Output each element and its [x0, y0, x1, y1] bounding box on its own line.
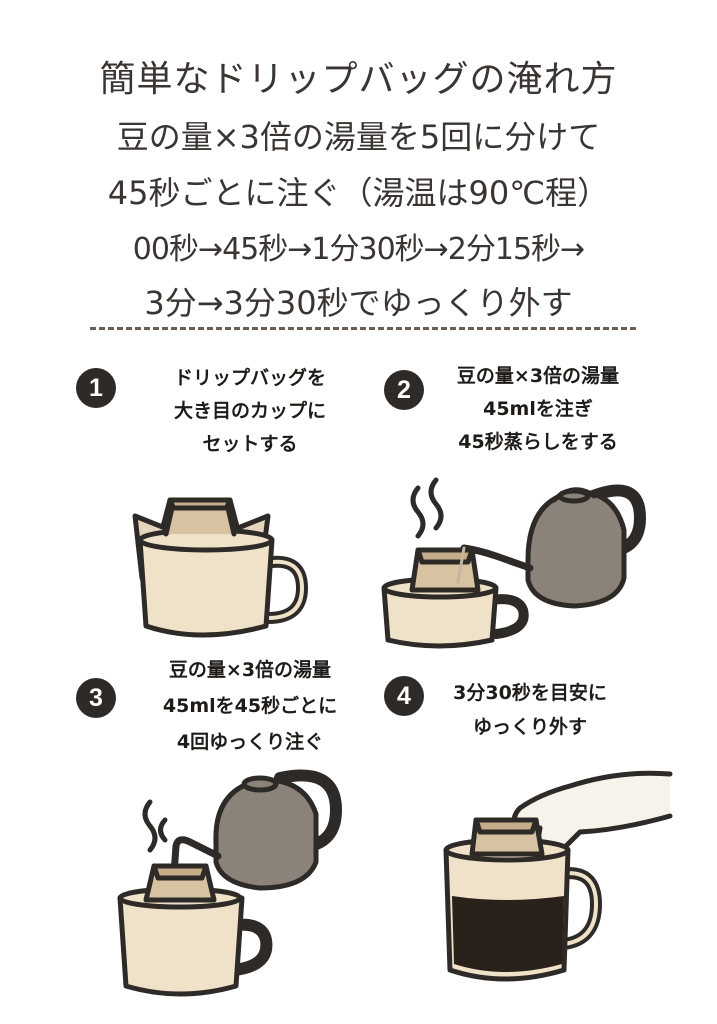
step-1-line: セットする — [202, 433, 298, 455]
step-3-line: 4回ゆっくり注ぐ — [176, 731, 324, 753]
step-1-number-badge: 1 — [76, 368, 116, 408]
step-1-line: 大き目のカップに — [173, 400, 326, 422]
kettle-pouring-icon — [381, 477, 646, 649]
mug-with-drip-bag-icon — [132, 497, 308, 638]
step-1-line: ドリップバッグを — [173, 367, 326, 389]
page-title: 簡単なドリップバッグの淹れ方 — [99, 59, 618, 100]
kettle-pouring-icon — [117, 769, 342, 997]
step-4-line: ゆっくり外す — [472, 716, 587, 738]
step-3-text: 豆の量×3倍の湯量 45mlを45秒ごとに 4回ゆっくり注ぐ — [130, 652, 370, 760]
step-4-text: 3分30秒を目安に ゆっくり外す — [430, 676, 630, 744]
step-2-number-badge: 2 — [384, 370, 424, 410]
instruction-line-interval: 45秒ごとに注ぐ（湯温は90℃程） — [107, 174, 610, 212]
step-2-line: 45mlを注ぎ — [483, 398, 593, 420]
step-1-text: ドリップバッグを 大き目のカップに セットする — [140, 362, 360, 461]
step-3-number-badge: 3 — [76, 678, 116, 718]
instruction-line-timeline: 00秒→45秒→1分30秒→2分15秒→ — [132, 232, 585, 267]
section-divider — [90, 327, 636, 330]
step-4-number-badge: 4 — [384, 676, 424, 716]
step-3-line: 豆の量×3倍の湯量 — [168, 659, 332, 681]
instruction-line-timeline-end: 3分→3分30秒でゆっくり外す — [144, 284, 573, 322]
step-3-line: 45mlを45秒ごとに — [162, 695, 338, 717]
step-2-line: 45秒蒸らしをする — [458, 431, 618, 453]
step-2-line: 豆の量×3倍の湯量 — [456, 365, 620, 387]
step-4-line: 3分30秒を目安に — [453, 682, 607, 704]
instruction-line-ratio: 豆の量×3倍の湯量を5回に分けて — [116, 118, 601, 156]
hand-removing-bag-icon — [443, 770, 673, 982]
step-2-text: 豆の量×3倍の湯量 45mlを注ぎ 45秒蒸らしをする — [418, 360, 658, 459]
